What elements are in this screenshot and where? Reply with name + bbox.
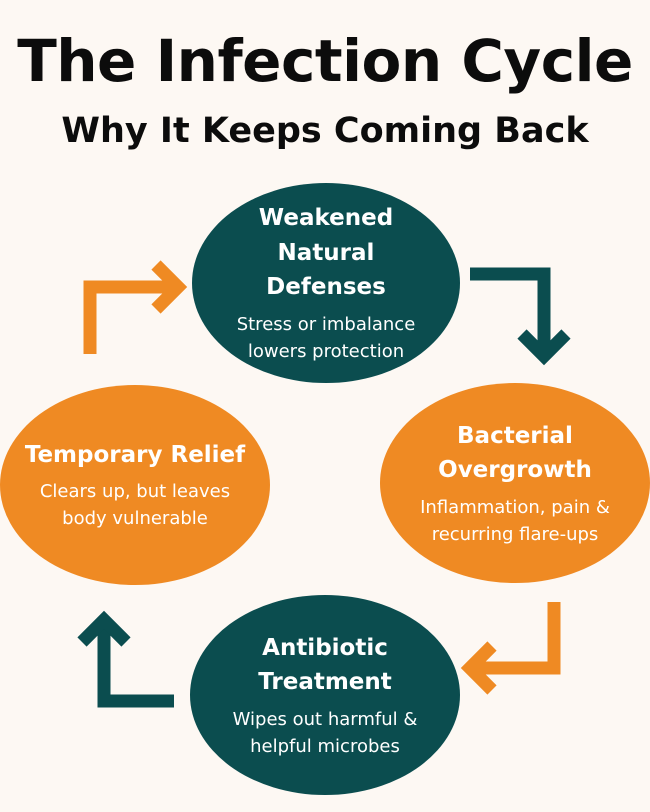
node-description: Clears up, but leaves body vulnerable bbox=[39, 481, 231, 530]
arrow-defenses-to-overgrowth bbox=[470, 267, 571, 366]
arrow-relief-to-defenses bbox=[83, 260, 188, 354]
node-title: Antibiotic Treatment bbox=[258, 634, 392, 696]
node-description: Stress or imbalance lowers protection bbox=[236, 313, 416, 362]
arrow-treatment-to-relief bbox=[77, 610, 174, 708]
node-weakened-defenses: Weakened Natural Defenses Stress or imba… bbox=[192, 183, 460, 383]
diagram-subtitle: Why It Keeps Coming Back bbox=[61, 111, 589, 151]
node-title: Temporary Relief bbox=[24, 441, 246, 468]
node-title: Bacterial Overgrowth bbox=[438, 422, 592, 484]
node-title: Weakened Natural Defenses bbox=[258, 205, 394, 301]
node-temporary-relief: Temporary Relief Clears up, but leaves b… bbox=[0, 385, 270, 585]
node-description: Inflammation, pain & recurring flare-ups bbox=[420, 496, 610, 545]
arrow-overgrowth-to-treatment bbox=[460, 602, 561, 695]
node-bacterial-overgrowth: Bacterial Overgrowth Inflammation, pain … bbox=[380, 383, 650, 583]
diagram-title: The Infection Cycle bbox=[17, 27, 633, 95]
node-description: Wipes out harmful & helpful microbes bbox=[232, 708, 418, 757]
node-antibiotic-treatment: Antibiotic Treatment Wipes out harmful &… bbox=[190, 595, 460, 795]
